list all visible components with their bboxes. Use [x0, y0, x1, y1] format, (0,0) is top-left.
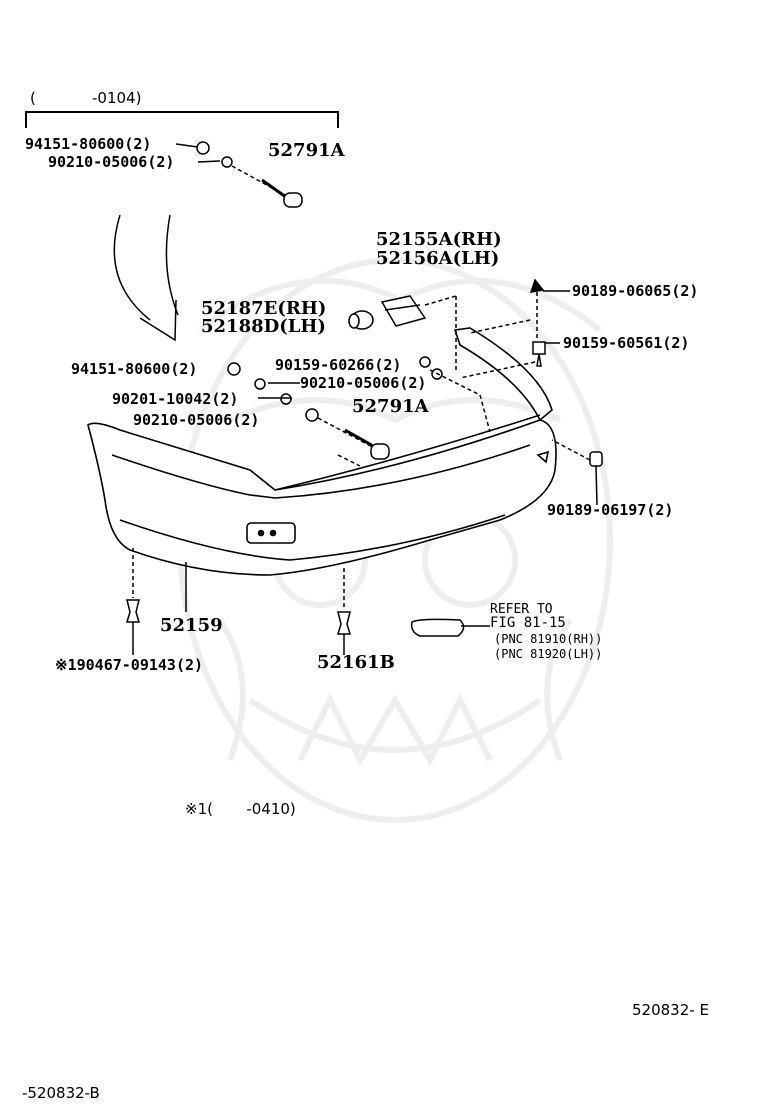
label-90210-05006-low: 90210-05006(2) [133, 411, 260, 429]
bumper-cover [87, 327, 557, 576]
header-open-paren: ( [30, 89, 36, 107]
label-52161b: 52161B [317, 652, 395, 673]
label-90159-60561: 90159-60561(2) [563, 334, 690, 352]
figure-code: 520832- E [632, 1001, 709, 1019]
label-94151-80600-mid: 94151-80600(2) [71, 360, 198, 378]
label-90159-60266: 90159-60266(2) [275, 356, 402, 374]
refer-pnc-lh: (PNC 81920(LH)) [494, 647, 603, 661]
page-code: -520832-B [22, 1084, 100, 1102]
label-52188d-lh: 52188D(LH) [201, 316, 326, 337]
refer-line-1: REFER TO [490, 602, 553, 617]
label-52791a-mid: 52791A [352, 396, 429, 417]
label-52187e-rh: 52187E(RH) [201, 298, 327, 319]
header-date-range: -0104) [92, 89, 142, 107]
label-52159: 52159 [160, 615, 223, 636]
label-90189-06065: 90189-06065(2) [572, 282, 699, 300]
label-52155a-rh: 52155A(RH) [376, 229, 502, 250]
footnote: ※1( -0410) [185, 800, 296, 818]
label-94151-80600-top: 94151-80600(2) [25, 135, 152, 153]
top-detail-parts [175, 141, 303, 208]
curved-arrow [113, 214, 179, 342]
mid-parts [227, 278, 603, 506]
refer-pnc-rh: (PNC 81910(RH)) [494, 632, 603, 646]
label-90467-09143: ※190467-09143(2) [55, 656, 204, 674]
top-bracket [25, 111, 339, 128]
label-90210-05006-mid: 90210-05006(2) [300, 374, 427, 392]
refer-line-2: FIG 81-15 [490, 615, 566, 631]
lower-clips [125, 548, 490, 655]
label-90210-05006-top: 90210-05006(2) [48, 153, 175, 171]
label-90189-06197: 90189-06197(2) [547, 501, 674, 519]
label-90201-10042: 90201-10042(2) [112, 390, 239, 408]
label-52156a-lh: 52156A(LH) [376, 248, 500, 269]
label-52791a-top: 52791A [268, 140, 345, 161]
